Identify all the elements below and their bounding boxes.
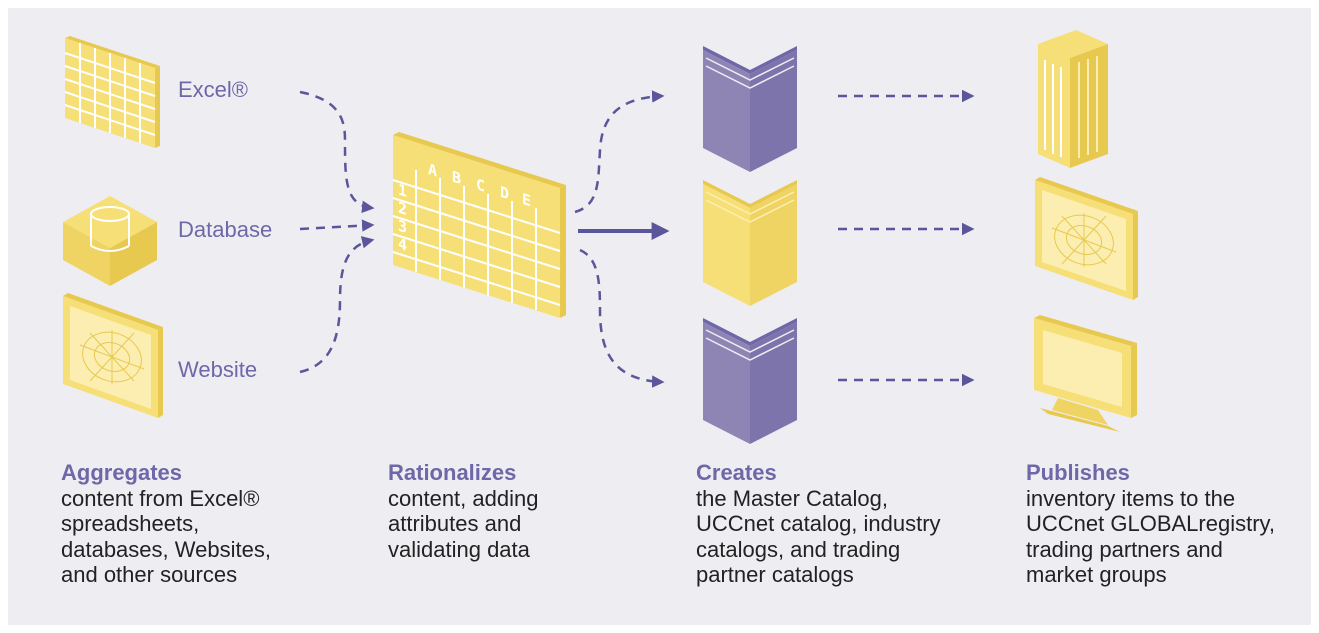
website-label-text: Website — [178, 357, 258, 382]
spreadsheet-column-label: A — [428, 160, 437, 180]
website-icon — [63, 293, 163, 418]
caption-heading: Aggregates — [61, 460, 183, 485]
caption-heading: Rationalizes — [388, 460, 517, 485]
rationalizes-caption: Rationalizes content, adding attributes … — [388, 460, 668, 562]
excel-connector — [299, 90, 375, 214]
database-label: Database — [178, 217, 272, 243]
spreadsheet-row-label: 2 — [398, 199, 407, 219]
monitor-icon — [1034, 315, 1137, 432]
website-icon — [1035, 177, 1138, 300]
source-connectors — [299, 90, 375, 374]
spreadsheet-column-label: E — [522, 190, 531, 210]
caption-heading: Publishes — [1026, 460, 1130, 485]
spreadsheet-row-label: 3 — [398, 217, 407, 237]
caption-body: content, adding attributes and validatin… — [388, 485, 539, 562]
book-icon — [703, 318, 797, 444]
caption-heading: Creates — [696, 460, 777, 485]
website-connector — [299, 236, 375, 374]
spreadsheet-grid-icon: A B C D E 1 2 3 4 — [392, 132, 566, 318]
spreadsheet-column-label: D — [500, 183, 509, 203]
building-icon — [1038, 30, 1108, 168]
book-icon — [703, 180, 797, 306]
connector-to-top-catalog — [574, 90, 665, 214]
website-label: Website — [178, 357, 257, 383]
database-icon — [63, 196, 157, 286]
spreadsheet-row-label: 1 — [398, 181, 407, 201]
spreadsheet-icon — [64, 36, 160, 148]
excel-label: Excel® — [178, 77, 248, 103]
publishes-caption: Publishes inventory items to the UCCnet … — [1026, 460, 1306, 588]
caption-body: inventory items to the UCCnet GLOBALregi… — [1026, 485, 1276, 588]
spreadsheet-column-label: B — [452, 168, 461, 188]
aggregates-caption: Aggregates content from Excel® spreadshe… — [61, 460, 341, 588]
creates-caption: Creates the Master Catalog, UCCnet catal… — [696, 460, 976, 588]
spreadsheet-column-label: C — [476, 175, 485, 195]
book-icon — [703, 46, 797, 172]
caption-body: content from Excel® spreadsheets, databa… — [61, 485, 271, 588]
publish-connectors — [838, 89, 975, 387]
spreadsheet-row-label: 4 — [398, 235, 407, 255]
excel-label-text: Excel® — [178, 77, 249, 102]
connector-to-bottom-catalog — [579, 248, 665, 388]
database-connector — [299, 219, 375, 232]
caption-body: the Master Catalog, UCCnet catalog, indu… — [696, 485, 941, 588]
database-label-text: Database — [178, 217, 273, 242]
catalog-connectors — [574, 90, 670, 388]
